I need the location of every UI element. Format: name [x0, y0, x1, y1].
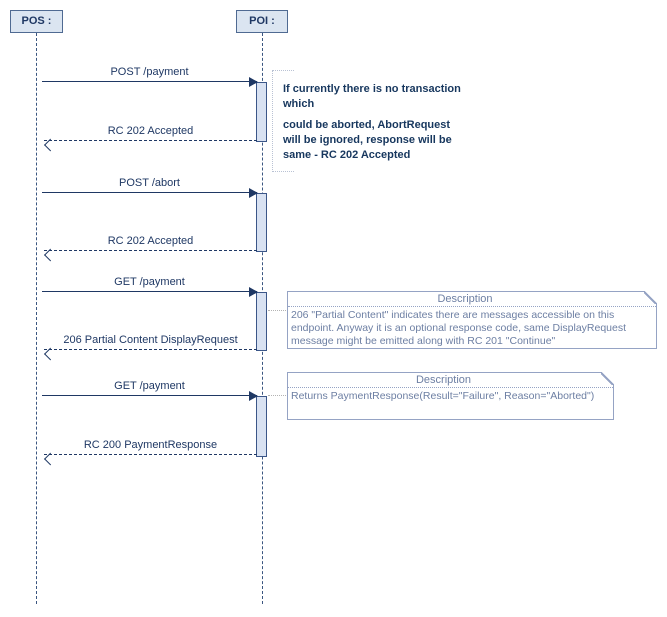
activation-bar — [256, 292, 267, 351]
note-title: Description — [288, 292, 656, 307]
note-title: Description — [288, 373, 613, 388]
message-label: RC 202 Accepted — [107, 125, 194, 137]
message-line — [42, 291, 257, 292]
message-get-payment: GET /payment — [42, 272, 258, 297]
message-get-payment-2: GET /payment — [42, 376, 258, 401]
note-dotted-edge — [272, 70, 294, 71]
message-line — [44, 140, 257, 141]
description-note-1: Description 206 "Partial Content" indica… — [287, 291, 657, 349]
note-connector — [268, 310, 288, 311]
message-label: RC 200 PaymentResponse — [83, 439, 218, 451]
folded-corner-icon — [644, 291, 657, 304]
message-line — [42, 192, 257, 193]
message-line — [42, 81, 257, 82]
message-line — [44, 454, 257, 455]
activation-bar — [256, 193, 267, 252]
description-note-2: Description Returns PaymentResponse(Resu… — [287, 372, 614, 420]
message-line — [42, 395, 257, 396]
abort-comment-note: If currently there is no transaction whi… — [272, 70, 468, 172]
arrowhead-filled-icon — [249, 188, 258, 198]
abort-note-line-1: If currently there is no transaction whi… — [283, 83, 461, 110]
note-body: 206 "Partial Content" indicates there ar… — [291, 309, 627, 347]
abort-note-line-2: could be aborted, AbortRequest will be i… — [283, 119, 452, 161]
arrowhead-filled-icon — [249, 77, 258, 87]
message-rc200-paymentresponse: RC 200 PaymentResponse — [44, 435, 257, 466]
activation-bar — [256, 82, 267, 142]
message-label: GET /payment — [114, 380, 185, 392]
note-dotted-edge — [272, 70, 273, 172]
actor-pos-label: POS : — [21, 15, 52, 27]
arrowhead-filled-icon — [249, 287, 258, 297]
message-label: GET /payment — [114, 276, 185, 288]
lifeline-pos — [36, 33, 37, 604]
actor-poi-label: POI : — [249, 15, 275, 27]
message-206-partial-content: 206 Partial Content DisplayRequest — [44, 330, 257, 361]
message-label: POST /payment — [110, 66, 189, 78]
message-line — [44, 349, 257, 350]
message-line — [44, 250, 257, 251]
arrowhead-filled-icon — [249, 391, 258, 401]
folded-corner-icon — [601, 372, 614, 385]
message-label: 206 Partial Content DisplayRequest — [63, 334, 238, 346]
note-dotted-edge — [272, 171, 294, 172]
activation-bar — [256, 396, 267, 457]
note-body: Returns PaymentResponse(Result="Failure"… — [291, 390, 595, 402]
message-post-abort: POST /abort — [42, 173, 258, 198]
note-connector — [268, 395, 288, 396]
message-label: POST /abort — [119, 177, 180, 189]
actor-pos: POS : — [10, 10, 63, 33]
message-label: RC 202 Accepted — [107, 235, 194, 247]
actor-poi: POI : — [236, 10, 288, 33]
message-rc202-accepted: RC 202 Accepted — [44, 121, 257, 152]
message-post-payment: POST /payment — [42, 62, 258, 87]
abort-note-text: If currently there is no transaction whi… — [283, 82, 466, 163]
message-rc202-accepted-2: RC 202 Accepted — [44, 231, 257, 262]
